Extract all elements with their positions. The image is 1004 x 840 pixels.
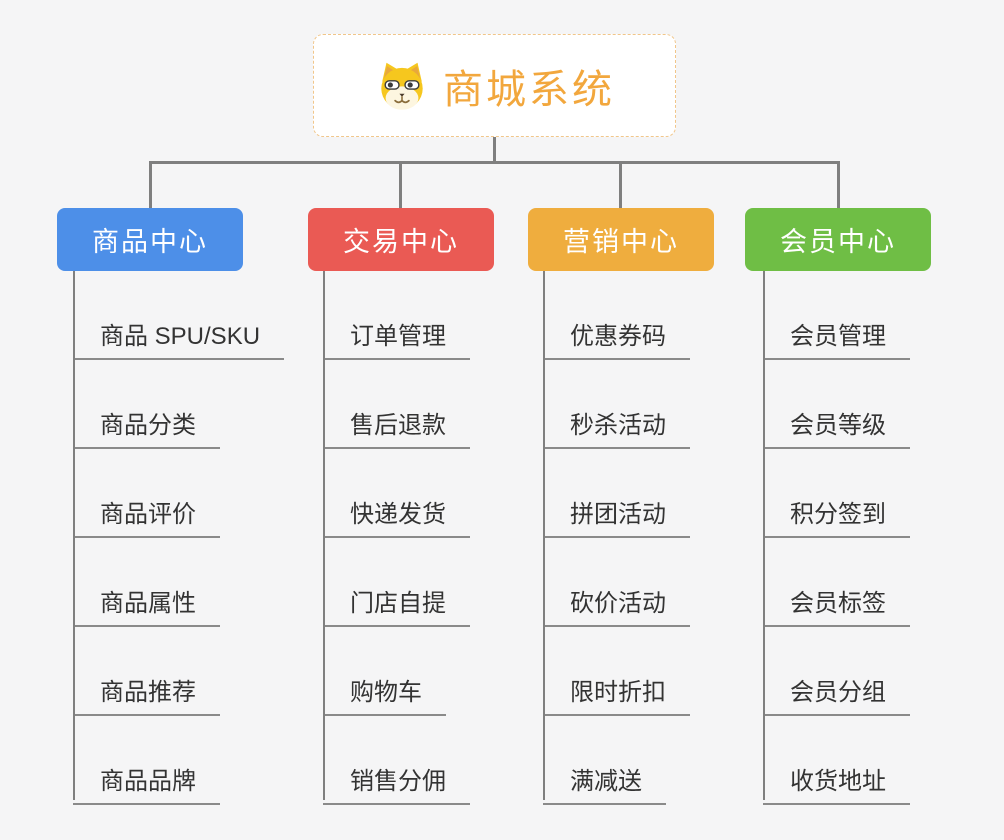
leaf-label: 收货地址 [763,768,910,805]
leaf-node[interactable]: 砍价活动 [543,538,823,627]
connector-drop-member [837,161,840,208]
leaf-node[interactable]: 售后退款 [323,360,603,449]
root-node[interactable]: 商城系统 [313,34,676,137]
branch-node-member-center[interactable]: 会员中心 [745,208,931,271]
leaf-node[interactable]: 门店自提 [323,538,603,627]
leaf-label: 限时折扣 [543,679,690,716]
connector-drop-marketing [619,161,622,208]
leaf-node[interactable]: 会员标签 [763,538,1004,627]
dog-icon [381,62,423,110]
leaf-node[interactable]: 商品评价 [73,449,353,538]
leaf-label: 优惠券码 [543,323,690,360]
connector-horizontal-bar [149,161,840,164]
branch-node-marketing-center[interactable]: 营销中心 [528,208,714,271]
leaf-node[interactable]: 商品品牌 [73,716,353,805]
branch-label: 交易中心 [343,227,459,257]
branch-children-trade-center: 订单管理 售后退款 快递发货 门店自提 购物车 销售分佣 [323,271,603,805]
leaf-node[interactable]: 销售分佣 [323,716,603,805]
leaf-label: 会员管理 [763,323,910,360]
leaf-node[interactable]: 秒杀活动 [543,360,823,449]
branch-children-product-center: 商品 SPU/SKU 商品分类 商品评价 商品属性 商品推荐 商品品牌 [73,271,353,805]
leaf-label: 订单管理 [323,323,470,360]
leaf-node[interactable]: 满减送 [543,716,823,805]
connector-column-line [73,271,75,800]
leaf-node[interactable]: 积分签到 [763,449,1004,538]
leaf-label: 商品 SPU/SKU [73,323,285,360]
branch-children-marketing-center: 优惠券码 秒杀活动 拼团活动 砍价活动 限时折扣 满减送 [543,271,823,805]
branch-children-member-center: 会员管理 会员等级 积分签到 会员标签 会员分组 收货地址 [763,271,1004,805]
leaf-label: 售后退款 [323,412,470,449]
leaf-label: 满减送 [543,768,666,805]
branch-label: 营销中心 [563,227,679,257]
leaf-label: 快递发货 [323,501,470,538]
leaf-node[interactable]: 订单管理 [323,271,603,360]
leaf-label: 秒杀活动 [543,412,690,449]
leaf-node[interactable]: 购物车 [323,627,603,716]
leaf-node[interactable]: 商品推荐 [73,627,353,716]
leaf-label: 商品分类 [73,412,220,449]
leaf-label: 销售分佣 [323,768,470,805]
branch-label: 商品中心 [92,227,208,257]
leaf-label: 砍价活动 [543,590,690,627]
connector-drop-product [149,161,152,208]
root-title: 商城系统 [443,67,615,112]
leaf-node[interactable]: 会员等级 [763,360,1004,449]
leaf-label: 商品推荐 [73,679,220,716]
leaf-node[interactable]: 会员管理 [763,271,1004,360]
leaf-node[interactable]: 快递发货 [323,449,603,538]
leaf-label: 拼团活动 [543,501,690,538]
leaf-label: 购物车 [323,679,446,716]
leaf-label: 积分签到 [763,501,910,538]
branch-label: 会员中心 [780,227,896,257]
connector-column-line [323,271,325,800]
leaf-label: 商品品牌 [73,768,220,805]
leaf-node[interactable]: 限时折扣 [543,627,823,716]
leaf-label: 会员等级 [763,412,910,449]
leaf-node[interactable]: 收货地址 [763,716,1004,805]
leaf-node[interactable]: 商品属性 [73,538,353,627]
branch-node-trade-center[interactable]: 交易中心 [308,208,494,271]
leaf-node[interactable]: 商品 SPU/SKU [73,271,353,360]
leaf-node[interactable]: 会员分组 [763,627,1004,716]
leaf-label: 会员分组 [763,679,910,716]
leaf-label: 商品属性 [73,590,220,627]
leaf-label: 门店自提 [323,590,470,627]
leaf-node[interactable]: 优惠券码 [543,271,823,360]
connector-column-line [763,271,765,800]
connector-drop-trade [399,161,402,208]
leaf-node[interactable]: 商品分类 [73,360,353,449]
leaf-node[interactable]: 拼团活动 [543,449,823,538]
connector-root-trunk [493,136,496,164]
branch-node-product-center[interactable]: 商品中心 [57,208,243,271]
leaf-label: 商品评价 [73,501,220,538]
connector-column-line [543,271,545,800]
leaf-label: 会员标签 [763,590,910,627]
